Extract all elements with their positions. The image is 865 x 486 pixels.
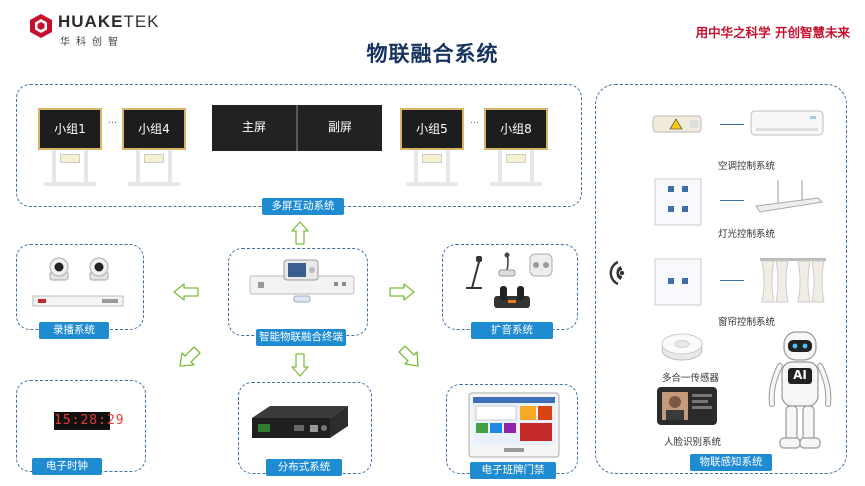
arrow-left-icon: [173, 283, 199, 301]
stand: [530, 148, 534, 186]
arrow-up-icon: [291, 221, 309, 245]
stand-box: [60, 154, 80, 163]
page-title: 物联融合系统: [366, 42, 499, 66]
multi-sensor-label: 多合一传感器: [662, 373, 720, 384]
ceiling-light-icon: [755, 180, 824, 213]
logo-subtitle: 华科创智: [60, 37, 124, 48]
face-recognition-terminal-icon: [657, 387, 717, 425]
arrow-down-right-icon: [398, 345, 419, 367]
multiscreen-tag: 多屏互动系统: [262, 198, 344, 215]
group-screen-4: 小组4: [122, 108, 186, 150]
curtain-icon: [760, 258, 826, 303]
arrow-down-left-icon: [179, 346, 201, 367]
recording-tag: 录播系统: [39, 322, 109, 339]
logo-text-bold: HUAKE: [58, 12, 124, 31]
robot-ai-label: AI: [793, 368, 807, 382]
arrow-right-icon: [389, 283, 415, 301]
logo-text: HUAKETEK: [58, 12, 160, 32]
group-screen-unit: 小组4: [120, 108, 188, 188]
stand: [168, 148, 172, 186]
recording-box: [16, 244, 144, 330]
curtain-switch-panel-icon: [654, 258, 702, 306]
wireless-signal-icon: [609, 260, 625, 286]
ellipsis: …: [470, 116, 479, 126]
slogan: 用中华之科学 开创智慧未来: [695, 25, 850, 40]
stand-box: [506, 154, 526, 163]
huaketek-logo-icon: [30, 14, 52, 38]
light-switch-panel-icon: [654, 178, 702, 226]
center-terminal-tag: 智能物联融合终端: [256, 329, 346, 346]
distributed-node-icon: [252, 406, 348, 438]
arrow-down-icon: [291, 353, 309, 377]
group-screen-1: 小组1: [38, 108, 102, 150]
stand: [128, 182, 180, 186]
connector-line: [720, 280, 744, 282]
stand-box: [422, 154, 442, 163]
group-screen-8: 小组8: [484, 108, 548, 150]
stand: [498, 148, 502, 186]
camera-icon: [49, 257, 69, 281]
gooseneck-mic-icon: [498, 252, 516, 277]
iot-perception-tag: 物联感知系统: [690, 454, 772, 471]
stand: [52, 148, 56, 186]
distributed-tag: 分布式系统: [266, 459, 342, 476]
group-screen-5: 小组5: [400, 108, 464, 150]
stand: [136, 148, 140, 186]
class-board-icon: [468, 392, 560, 458]
multi-sensor-icon: [661, 333, 703, 361]
camera-icon: [89, 257, 109, 281]
recorder-host-icon: [32, 295, 124, 307]
connector-line: [720, 124, 744, 126]
classboard-tag: 电子班牌门禁: [470, 462, 556, 479]
speaker-icon: [529, 253, 553, 277]
stand: [44, 182, 96, 186]
light-control-label: 灯光控制系统: [718, 229, 776, 240]
fusion-terminal-icon: [249, 259, 355, 303]
ac-controller-icon: [652, 115, 702, 133]
stand: [490, 182, 542, 186]
air-conditioner-icon: [750, 110, 824, 136]
wireless-mic-base-icon: [494, 286, 530, 308]
stand: [84, 148, 88, 186]
audio-tag: 扩音系统: [471, 322, 553, 339]
group-screen-unit: 小组1: [36, 108, 104, 188]
stand: [406, 182, 458, 186]
sub-screen: 副屏: [298, 105, 382, 151]
main-screen: 主屏: [212, 105, 296, 151]
group-screen-unit: 小组8: [482, 108, 550, 188]
ai-robot-icon: [768, 331, 832, 449]
iot-box: [595, 84, 847, 474]
screen-divider: [296, 105, 298, 151]
microphone-icon: [466, 256, 482, 289]
clock-display: 15:28:29: [54, 412, 125, 430]
connector-line: [720, 200, 744, 202]
stand: [446, 148, 450, 186]
ellipsis: …: [108, 116, 117, 126]
logo-text-light: TEK: [123, 12, 160, 31]
curtain-control-label: 窗帘控制系统: [718, 317, 776, 328]
stand-box: [144, 154, 164, 163]
face-recognition-label: 人脸识别系统: [664, 437, 722, 448]
group-screen-unit: 小组5: [398, 108, 466, 188]
ac-control-label: 空调控制系统: [718, 161, 776, 172]
stand: [414, 148, 418, 186]
clock-tag: 电子时钟: [32, 458, 102, 475]
